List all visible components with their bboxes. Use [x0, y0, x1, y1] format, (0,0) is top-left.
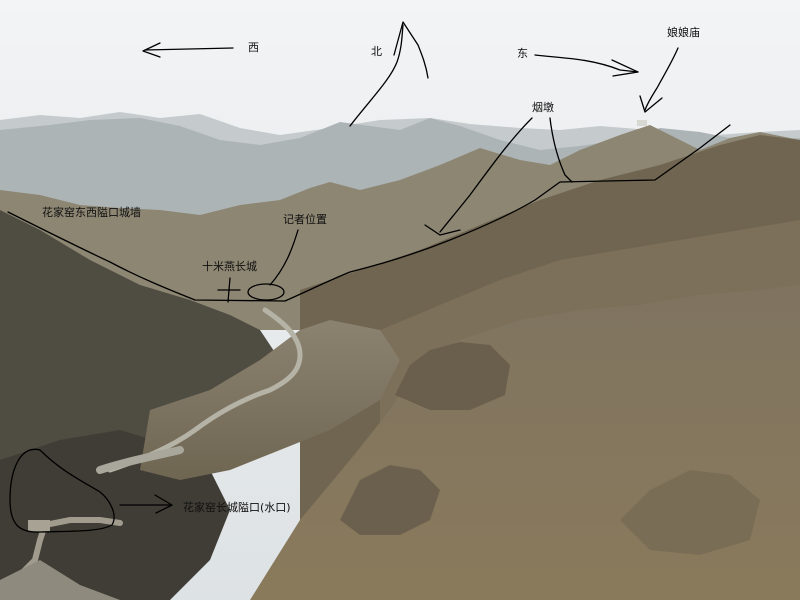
rocky-knoll	[395, 342, 510, 410]
beacon-pointer-left	[439, 117, 533, 233]
ten-meter-wall-label: 十米燕长城	[202, 260, 257, 273]
temple-label: 娘娘庙	[667, 26, 700, 39]
wall-line	[7, 124, 731, 302]
east-arrow	[534, 54, 639, 73]
temple-arrowhead	[639, 95, 663, 113]
west-arrow	[144, 47, 234, 51]
west-arrowhead	[142, 42, 161, 58]
valley-streambed	[96, 446, 184, 474]
beacon-pointer-tip	[424, 224, 461, 236]
north-label: 北	[371, 45, 382, 58]
rocky-outcrop	[340, 465, 440, 535]
east-arrowhead	[611, 59, 639, 77]
north-arrow	[349, 24, 404, 127]
wall-base	[0, 560, 120, 600]
water-gate-circle	[9, 448, 115, 533]
reporter-position-label: 记者位置	[283, 213, 327, 226]
beacon-pointer-right	[549, 117, 573, 183]
pass-wall-label: 花家窑东西隘口城墙	[42, 206, 141, 219]
east-label: 东	[517, 47, 528, 60]
valley-floor	[140, 320, 400, 480]
water-gate-arrowhead	[154, 494, 173, 514]
temple-pointer	[644, 47, 679, 111]
water-gate-label: 花家窑长城隘口(水口)	[183, 501, 291, 514]
valley-path	[107, 307, 303, 473]
reporter-pointer	[269, 229, 299, 286]
left-shadow-slope	[0, 210, 280, 500]
north-arrowhead	[393, 21, 429, 79]
watchtower-ruin	[28, 520, 50, 532]
west-label: 西	[248, 41, 259, 54]
foreground-outcrop	[620, 470, 760, 555]
beacon-tower-label: 烟墩	[532, 101, 554, 114]
temple-on-peak	[637, 120, 647, 126]
reporter-circle	[247, 283, 285, 301]
